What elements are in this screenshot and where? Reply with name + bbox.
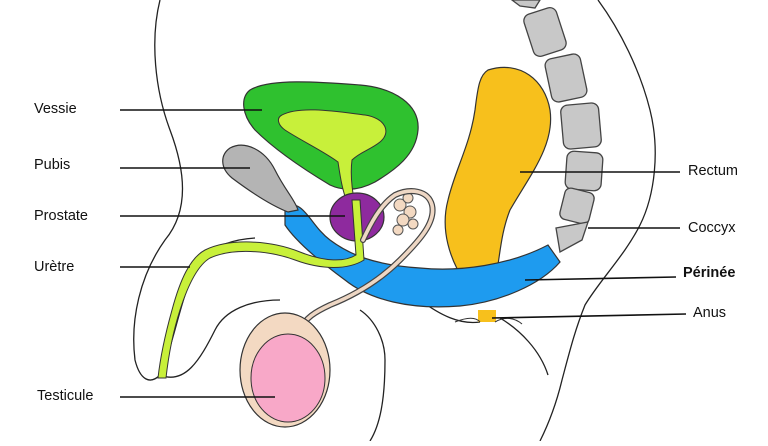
label-anus: Anus xyxy=(693,305,727,321)
deferent-duct-fill xyxy=(298,189,435,332)
vertebra xyxy=(523,6,567,58)
label-rectum: Rectum xyxy=(688,163,738,179)
vertebra xyxy=(544,53,588,103)
penis-underside xyxy=(159,299,281,378)
testis-shape xyxy=(250,333,326,423)
label-pubis: Pubis xyxy=(34,157,71,173)
vertebra-top xyxy=(510,0,541,9)
spine xyxy=(510,0,604,254)
bladder-lumen xyxy=(277,109,387,206)
label-perinee: Périnée xyxy=(683,265,736,281)
buttock-contour xyxy=(499,317,549,376)
label-vessie: Vessie xyxy=(34,101,77,117)
perineum-shape xyxy=(284,203,561,308)
back-contour xyxy=(539,0,656,442)
label-prostate: Prostate xyxy=(34,208,88,224)
vertebra xyxy=(559,187,595,225)
leader-lines xyxy=(120,109,687,398)
coccyx-bone xyxy=(555,221,589,254)
vertebra xyxy=(564,150,604,192)
rectum-shape xyxy=(444,66,552,283)
vertebra xyxy=(560,102,602,150)
anus-skin xyxy=(454,317,523,325)
pubis-shape xyxy=(222,144,299,213)
label-coccyx: Coccyx xyxy=(688,220,736,236)
abdomen-contour xyxy=(133,0,184,381)
seminal-vesicles xyxy=(392,192,419,236)
label-testicule: Testicule xyxy=(37,388,94,404)
leg-contour xyxy=(359,309,386,442)
leader-anus xyxy=(491,313,687,319)
label-uretre: Urètre xyxy=(34,259,75,275)
leader-perinee xyxy=(524,276,677,281)
anus-shape xyxy=(478,310,496,322)
urethra-inner xyxy=(157,199,365,379)
